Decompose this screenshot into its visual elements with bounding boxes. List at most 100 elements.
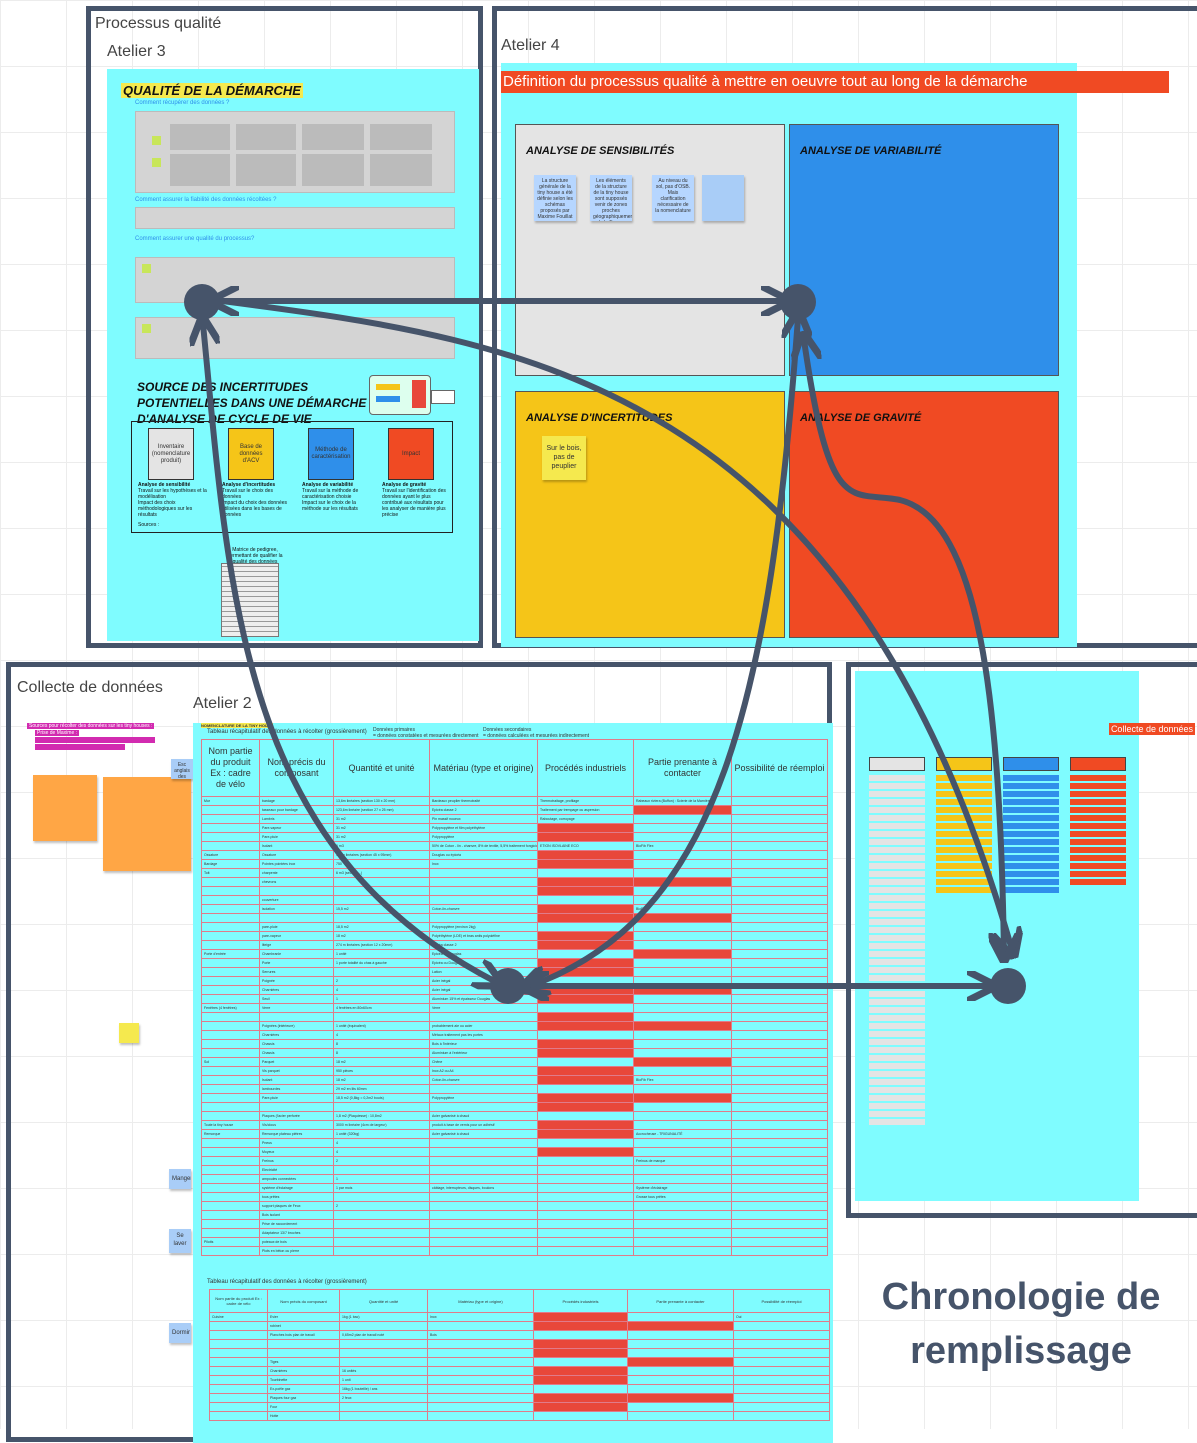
table-cell[interactable]: Raboutage, corroyage (537, 814, 634, 824)
data-card[interactable] (869, 855, 925, 861)
table-cell[interactable] (209, 1393, 268, 1403)
table-cell[interactable] (627, 1357, 734, 1367)
table-cell[interactable] (733, 1321, 830, 1331)
table-cell[interactable]: Vis parquet (259, 1066, 334, 1076)
table-cell[interactable]: Isolant (259, 1075, 334, 1085)
table-cell[interactable] (429, 868, 538, 878)
table-cell[interactable] (429, 1246, 538, 1256)
table-cell[interactable] (209, 1375, 268, 1385)
table-cell[interactable] (537, 904, 634, 914)
table-cell[interactable] (201, 985, 260, 995)
data-card[interactable] (869, 839, 925, 845)
table-cell[interactable] (429, 1219, 538, 1229)
table-cell[interactable]: produit à base de vernis pour un adhésif (429, 1120, 538, 1130)
table-cell[interactable] (731, 1138, 828, 1148)
data-card[interactable] (1070, 815, 1126, 821)
data-card[interactable] (1070, 799, 1126, 805)
data-card[interactable] (869, 863, 925, 869)
table-cell[interactable]: BioFib Flex (633, 841, 732, 851)
table-cell[interactable] (201, 841, 260, 851)
table-cell[interactable] (209, 1330, 268, 1340)
data-card[interactable] (936, 855, 992, 861)
data-card[interactable] (869, 983, 925, 989)
table-cell[interactable] (633, 1021, 732, 1031)
table-cell[interactable] (633, 823, 732, 833)
data-card[interactable] (1003, 831, 1059, 837)
table-cell[interactable] (209, 1411, 268, 1421)
table-cell[interactable] (333, 1192, 430, 1202)
table-cell[interactable] (537, 859, 634, 869)
table-cell[interactable] (201, 1192, 260, 1202)
table-cell[interactable] (627, 1411, 734, 1421)
sticky-note[interactable]: Manger (169, 1169, 191, 1189)
table-cell[interactable] (633, 1093, 732, 1103)
table-cell[interactable] (537, 1192, 634, 1202)
table-cell[interactable]: pare-pluie (259, 922, 334, 932)
table-cell[interactable]: système d'éclairage (259, 1183, 334, 1193)
table-cell[interactable]: 15,5 m2 (333, 904, 430, 914)
table-cell[interactable] (429, 1228, 538, 1238)
table-cell[interactable] (731, 1183, 828, 1193)
table-cell[interactable] (537, 976, 634, 986)
table-cell[interactable]: 8 (333, 1039, 430, 1049)
table-cell[interactable]: tous prêtes (259, 1192, 334, 1202)
data-card[interactable] (869, 1007, 925, 1013)
table-cell[interactable] (537, 940, 634, 950)
table-cell[interactable] (427, 1348, 534, 1358)
table-cell[interactable] (627, 1348, 734, 1358)
table-cell[interactable]: Grosse tous prêtes (633, 1192, 732, 1202)
table-cell[interactable] (427, 1366, 534, 1376)
table-cell[interactable]: Polypropylène (429, 1093, 538, 1103)
data-card[interactable] (1003, 839, 1059, 845)
data-card[interactable] (869, 959, 925, 965)
table-cell[interactable] (633, 940, 732, 950)
table-cell[interactable] (537, 1084, 634, 1094)
table-cell[interactable]: 50% de Coton - lin - chanvre, 8% de text… (429, 841, 538, 851)
data-card[interactable] (936, 807, 992, 813)
table-cell[interactable]: Plots en béton ou pierre (259, 1246, 334, 1256)
table-cell[interactable]: 2 (333, 1201, 430, 1211)
table-cell[interactable] (201, 1021, 260, 1031)
table-cell[interactable]: Chambranle (259, 949, 334, 959)
table-cell[interactable] (209, 1339, 268, 1349)
table-cell[interactable]: Verre (259, 1003, 334, 1013)
table-cell[interactable]: Polypropylène et film polyéthylène (429, 823, 538, 833)
table-cell[interactable] (267, 1339, 340, 1349)
node-atelier2[interactable] (490, 968, 526, 1004)
table-cell[interactable] (633, 1102, 732, 1112)
data-card[interactable] (869, 1103, 925, 1109)
table-cell[interactable]: ampoules connectées (259, 1174, 334, 1184)
table-cell[interactable]: Epicéa ou Douglas (429, 949, 538, 959)
table-cell[interactable]: Prise de raccordement (259, 1219, 334, 1229)
data-card[interactable] (869, 799, 925, 805)
data-card[interactable] (869, 1071, 925, 1077)
table-cell[interactable] (537, 1048, 634, 1058)
table-cell[interactable] (633, 949, 732, 959)
table-cell[interactable] (537, 1183, 634, 1193)
table-cell[interactable] (537, 922, 634, 932)
table-cell[interactable]: robinet (267, 1321, 340, 1331)
table-cell[interactable] (731, 1075, 828, 1085)
table-cell[interactable] (429, 1210, 538, 1220)
table-cell[interactable] (429, 1012, 538, 1022)
table-cell[interactable] (201, 814, 260, 824)
table-cell[interactable]: Serrures (259, 967, 334, 977)
table-cell[interactable]: Chêne (429, 1057, 538, 1067)
table-cell[interactable] (427, 1384, 534, 1394)
table-cell[interactable] (633, 967, 732, 977)
table-cell[interactable]: Polypropylène (environ 2kg) (429, 922, 538, 932)
table-cell[interactable] (533, 1357, 628, 1367)
table-cell[interactable] (537, 886, 634, 896)
data-card[interactable] (869, 847, 925, 853)
table-cell[interactable] (201, 940, 260, 950)
table-cell[interactable] (537, 1102, 634, 1112)
table-cell[interactable] (627, 1393, 734, 1403)
data-card[interactable] (869, 991, 925, 997)
table-cell[interactable] (733, 1375, 830, 1385)
table-cell[interactable] (429, 913, 538, 923)
table-cell[interactable] (201, 1066, 260, 1076)
table-cell[interactable] (537, 1165, 634, 1175)
table-cell[interactable]: tasseaux pour bardage (259, 805, 334, 815)
table-cell[interactable]: Acier galvanisé à chaud (429, 1129, 538, 1139)
table-cell[interactable]: Pilotis (201, 1237, 260, 1247)
